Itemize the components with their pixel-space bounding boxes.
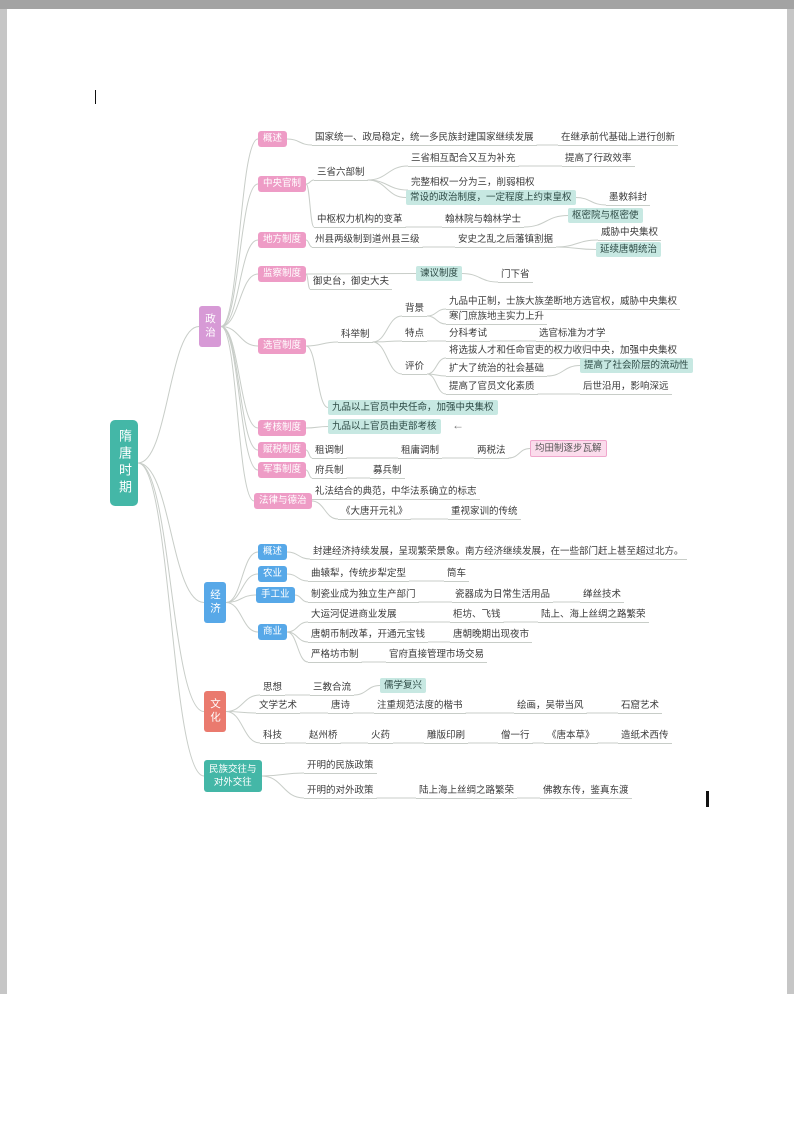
- topic-node[interactable]: 门下省: [498, 268, 533, 283]
- topic-node[interactable]: 扩大了统治的社会基础: [446, 362, 548, 377]
- topic-node[interactable]: 翰林院与翰林学士: [442, 213, 525, 228]
- topic-node[interactable]: 科技: [260, 729, 286, 744]
- topic-node[interactable]: 府兵制: [312, 464, 347, 479]
- topic-node[interactable]: 农业: [258, 566, 288, 582]
- topic-node[interactable]: 概述: [258, 131, 288, 147]
- topic-node[interactable]: 开明的民族政策: [304, 759, 377, 774]
- topic-node[interactable]: 曲辕犁，传统步犁定型: [308, 567, 410, 582]
- topic-node[interactable]: 选官制度: [258, 338, 307, 354]
- highlighted-topic-node[interactable]: 延续唐朝统治: [596, 242, 662, 257]
- topic-node[interactable]: 特点: [402, 327, 428, 342]
- topic-node[interactable]: 地方制度: [258, 232, 307, 248]
- topic-node[interactable]: 大运河促进商业发展: [308, 608, 400, 623]
- topic-node[interactable]: 文学艺术: [256, 699, 301, 714]
- highlighted-topic-node[interactable]: 常设的政治制度，一定程度上约束皇权: [406, 190, 576, 205]
- text-caret-mark: [95, 90, 96, 104]
- topic-node[interactable]: 租庸调制: [398, 444, 443, 459]
- root-topic[interactable]: 隋唐时期: [110, 420, 138, 506]
- topic-node[interactable]: 中枢权力机构的变革: [314, 213, 406, 228]
- topic-node[interactable]: 寒门庶族地主实力上升: [446, 310, 548, 325]
- topic-node[interactable]: 完整相权一分为三，削弱相权: [408, 176, 538, 191]
- topic-node[interactable]: 制瓷业成为独立生产部门: [308, 588, 419, 603]
- highlighted-topic-node[interactable]: 提高了社会阶层的流动性: [580, 358, 693, 373]
- topic-node[interactable]: 背景: [402, 302, 428, 317]
- page-margin-right: [787, 9, 794, 994]
- topic-node[interactable]: 军事制度: [258, 462, 307, 478]
- topic-node[interactable]: 封建经济持续发展，呈现繁荣景象。南方经济继续发展，在一些部门赶上甚至超过北方。: [310, 545, 687, 560]
- highlighted-topic-node[interactable]: 均田制逐步瓦解: [530, 440, 607, 457]
- topic-node[interactable]: 石窟艺术: [618, 699, 663, 714]
- topic-node[interactable]: 分科考试: [446, 327, 491, 342]
- topic-node[interactable]: 三省相互配合又互为补充: [408, 152, 519, 167]
- topic-node[interactable]: 陆上海上丝绸之路繁荣: [416, 784, 518, 799]
- topic-node[interactable]: 柜坊、飞钱: [450, 608, 504, 623]
- topic-node[interactable]: 赋税制度: [258, 442, 307, 458]
- page-margin-top: [0, 0, 794, 9]
- topic-node[interactable]: 租调制: [312, 444, 347, 459]
- topic-node[interactable]: 重视家训的传统: [448, 505, 521, 520]
- topic-node[interactable]: 三教合流: [310, 681, 355, 696]
- topic-node[interactable]: 商业: [258, 624, 288, 640]
- topic-node[interactable]: 威胁中央集权: [598, 226, 662, 241]
- topic-node[interactable]: 开明的对外政策: [304, 784, 377, 799]
- left-arrow-icon: ←: [452, 418, 464, 432]
- text-caret-mark: [706, 791, 709, 807]
- topic-node[interactable]: 缂丝技术: [580, 588, 625, 603]
- topic-node[interactable]: 僧一行: [498, 729, 533, 744]
- topic-node[interactable]: 评价: [402, 360, 428, 375]
- topic-node[interactable]: 瓷器成为日常生活用品: [452, 588, 554, 603]
- highlighted-topic-node[interactable]: 九品以上官员中央任命，加强中央集权: [328, 400, 498, 415]
- topic-node[interactable]: 《大唐开元礼》: [338, 505, 411, 520]
- topic-node[interactable]: 严格坊市制: [308, 648, 362, 663]
- highlighted-topic-node[interactable]: 儒学复兴: [380, 678, 427, 693]
- topic-node[interactable]: 造纸术西传: [618, 729, 672, 744]
- branch-politics[interactable]: 政治: [199, 306, 221, 347]
- topic-node[interactable]: 概述: [258, 544, 288, 560]
- topic-node[interactable]: 墨敕斜封: [606, 191, 651, 206]
- topic-node[interactable]: 三省六部制: [314, 166, 368, 181]
- topic-node[interactable]: 手工业: [256, 587, 295, 603]
- topic-node[interactable]: 火药: [368, 729, 394, 744]
- topic-node[interactable]: 陆上、海上丝绸之路繁荣: [538, 608, 649, 623]
- highlighted-topic-node[interactable]: 谏议制度: [416, 266, 463, 281]
- topic-node[interactable]: 提高了官员文化素质: [446, 380, 538, 395]
- branch-economy[interactable]: 经济: [204, 582, 226, 623]
- topic-node[interactable]: 御史台，御史大夫: [310, 275, 393, 290]
- topic-node[interactable]: 礼法结合的典范，中华法系确立的标志: [312, 485, 480, 500]
- topic-node[interactable]: 科举制: [338, 328, 373, 343]
- topic-node[interactable]: 筒车: [444, 567, 470, 582]
- topic-node[interactable]: 募兵制: [370, 464, 405, 479]
- topic-node[interactable]: 唐朝晚期出现夜市: [450, 628, 533, 643]
- topic-node[interactable]: 国家统一、政局稳定，统一多民族封建国家继续发展: [312, 131, 537, 146]
- topic-node[interactable]: 赵州桥: [306, 729, 341, 744]
- topic-node[interactable]: 将选拔人才和任命官吏的权力收归中央，加强中央集权: [446, 344, 681, 359]
- topic-node[interactable]: 选官标准为才学: [536, 327, 609, 342]
- topic-node[interactable]: 唐朝币制改革，开通元宝钱: [308, 628, 429, 643]
- topic-node[interactable]: 中央官制: [258, 176, 307, 192]
- branch-relations[interactable]: 民族交往与 对外交往: [204, 760, 262, 792]
- topic-node[interactable]: 注重规范法度的楷书: [374, 699, 466, 714]
- highlighted-topic-node[interactable]: 九品以上官员由吏部考核: [328, 419, 441, 434]
- topic-node[interactable]: 《唐本草》: [544, 729, 598, 744]
- topic-node[interactable]: 绘画，吴带当风: [514, 699, 587, 714]
- topic-node[interactable]: 在继承前代基础上进行创新: [558, 131, 679, 146]
- topic-node[interactable]: 两税法: [474, 444, 509, 459]
- topic-node[interactable]: 提高了行政效率: [562, 152, 635, 167]
- topic-node[interactable]: 安史之乱之后藩镇割据: [455, 233, 557, 248]
- branch-culture[interactable]: 文化: [204, 691, 226, 732]
- topic-node[interactable]: 官府直接管理市场交易: [386, 648, 488, 663]
- page-margin-left: [0, 9, 7, 994]
- topic-node[interactable]: 思想: [260, 681, 286, 696]
- topic-node[interactable]: 唐诗: [328, 699, 354, 714]
- topic-node[interactable]: 考核制度: [258, 420, 307, 436]
- topic-node[interactable]: 法律与德治: [254, 493, 312, 509]
- topic-node[interactable]: 九品中正制，士族大族垄断地方选官权，威胁中央集权: [446, 295, 681, 310]
- topic-node[interactable]: 雕版印刷: [424, 729, 469, 744]
- topic-node[interactable]: 后世沿用，影响深远: [580, 380, 672, 395]
- topic-node[interactable]: 佛教东传，鉴真东渡: [540, 784, 632, 799]
- highlighted-topic-node[interactable]: 枢密院与枢密使: [568, 208, 643, 223]
- topic-node[interactable]: 监察制度: [258, 266, 307, 282]
- topic-node[interactable]: 州县两级制到道州县三级: [312, 233, 423, 248]
